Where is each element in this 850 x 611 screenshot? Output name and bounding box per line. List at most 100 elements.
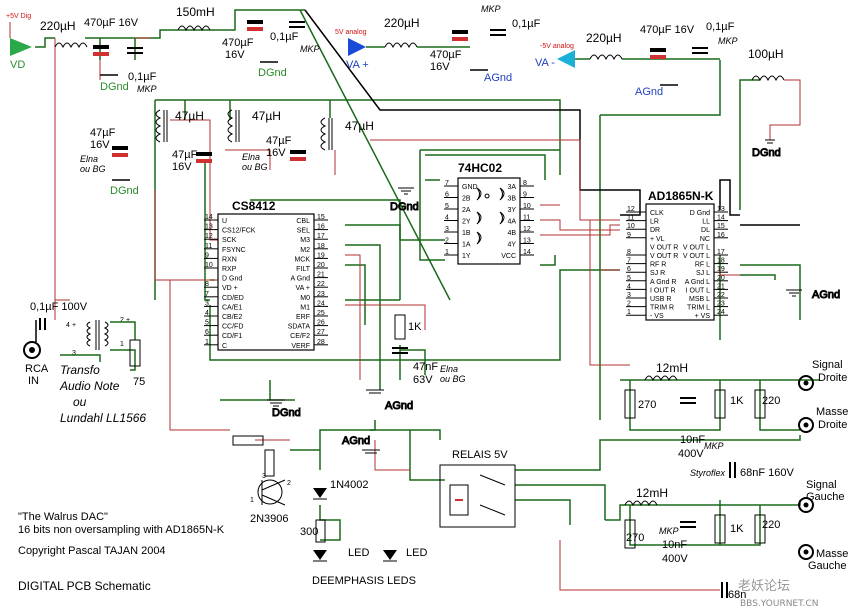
cs8412-pin-label: VERF bbox=[291, 343, 310, 350]
c47-1-elna: Elna bbox=[80, 154, 98, 164]
c47-1a: 47µF bbox=[90, 127, 116, 139]
ad1865-pin-number: 15 bbox=[717, 223, 725, 230]
ad1865-pin-number: 1 bbox=[627, 309, 631, 316]
supply-vm: -5V analog VA - bbox=[535, 43, 590, 69]
hc02-pin-number: 1 bbox=[445, 249, 449, 256]
ad1865-pin-number: 16 bbox=[717, 232, 725, 239]
hc02-pin-number: 3 bbox=[445, 226, 449, 233]
cs8412-pin-number: 11 bbox=[205, 243, 212, 250]
led-1-label: LED bbox=[348, 547, 369, 559]
c1-mkp: MKP bbox=[137, 84, 157, 94]
ad1865-pin-label: NC bbox=[700, 236, 710, 243]
va-arrow-icon bbox=[348, 38, 366, 56]
input-section: RCA IN 0,1µF 100V 4 + 2 + 3 1 75 Transfo… bbox=[23, 301, 146, 425]
cs8412-pin-label: VA + bbox=[296, 285, 310, 292]
relay-label: RELAIS 5V bbox=[452, 449, 508, 461]
ad1865-pin-label: TRIM R bbox=[650, 305, 674, 312]
tr-pin2-plus: + bbox=[126, 317, 130, 324]
transfo-3: ou bbox=[73, 395, 87, 409]
inductor-l2: 220µH bbox=[384, 16, 470, 49]
ad1865-pin-number: 4 bbox=[627, 283, 631, 290]
hc02-body bbox=[457, 177, 521, 265]
cap-c4: 470µF 16V 0,1µF MKP AGnd bbox=[635, 21, 738, 98]
hc02-pin-number: 6 bbox=[445, 192, 449, 199]
ad1865-pin-label: RF R bbox=[650, 262, 666, 269]
cs8412-pin-label: SCK bbox=[222, 237, 237, 244]
q-pin2: 2 bbox=[287, 480, 291, 487]
cs8412-pin-number: 23 bbox=[317, 291, 325, 298]
cs8412-pin-label: SDATA bbox=[288, 324, 311, 331]
vd-top-label: +5V Dig bbox=[6, 13, 31, 20]
c10n-2-mkp: MKP bbox=[659, 526, 679, 536]
r1k-mid-label: 1K bbox=[408, 321, 422, 333]
c47-2b: 16V bbox=[172, 161, 192, 173]
agnd-2: AGnd bbox=[635, 86, 663, 98]
hc02-pin-number: 12 bbox=[523, 226, 531, 233]
c400v-1-label: 400V bbox=[678, 448, 704, 460]
r300-label: 300 bbox=[300, 526, 318, 538]
transfo-4: Lundahl LL1566 bbox=[60, 411, 146, 425]
ad1865-pin-number: 9 bbox=[627, 232, 631, 239]
watermark-url: BBS.YOURNET.CN bbox=[740, 599, 818, 609]
ad1865-pin-label: LR bbox=[650, 219, 659, 226]
cs8412-pin-number: 1 bbox=[205, 339, 209, 346]
ad1865-pin-number: 23 bbox=[717, 301, 725, 308]
cs8412-pin-number: 25 bbox=[317, 310, 325, 317]
agnd-4: AGnd bbox=[385, 400, 413, 412]
hc02-pin-label: 4Y bbox=[507, 242, 516, 249]
inductor-l3: 220µH bbox=[586, 31, 720, 61]
cs8412-pin-number: 28 bbox=[317, 339, 325, 346]
hc02-pin-number: 14 bbox=[523, 249, 531, 256]
r1k-1-label: 1K bbox=[730, 395, 744, 407]
cs8412-pin-number: 10 bbox=[205, 262, 213, 269]
tr-pin1: 1 bbox=[120, 341, 124, 348]
hc02-pin-number: 4 bbox=[445, 215, 449, 222]
green-wires bbox=[35, 9, 820, 546]
ad1865-pin-number: 11 bbox=[627, 215, 634, 222]
cs8412-pin-label: CB/E2 bbox=[222, 314, 242, 321]
cs8412-pin-label: MCK bbox=[294, 256, 310, 263]
dgnd-1: DGnd bbox=[100, 81, 129, 93]
cap-c2: 470µF 16V 0,1µF MKP DGnd bbox=[222, 20, 320, 79]
c3c-label: 0,1µF bbox=[512, 18, 541, 30]
cs8412-pin-number: 13 bbox=[205, 224, 213, 231]
cs8412-pin-number: 14 bbox=[205, 214, 213, 221]
sig-d-2: Droite bbox=[818, 372, 847, 384]
led-2-label: LED bbox=[406, 547, 427, 559]
hc02-name: 74HC02 bbox=[458, 161, 502, 175]
ad1865-name: AD1865N-K bbox=[648, 189, 714, 203]
relay-body bbox=[439, 464, 516, 528]
hc02-pin-label: GND bbox=[462, 184, 478, 191]
ad1865-pin-label: USB R bbox=[650, 296, 671, 303]
ad1865-pin-number: 5 bbox=[627, 275, 631, 282]
cs8412-pin-number: 24 bbox=[317, 300, 325, 307]
vm-arrow-icon bbox=[557, 50, 575, 68]
ad1865-pin-number: 24 bbox=[717, 309, 725, 316]
cs8412-pin-number: 9 bbox=[205, 252, 209, 259]
sig-d-jack-icon bbox=[798, 375, 814, 391]
watermark-cn: 老妖论坛 bbox=[738, 579, 790, 594]
l47-1-label: 47µH bbox=[175, 109, 204, 123]
hc02-pin-number: 2 bbox=[445, 238, 449, 245]
vd-label: VD bbox=[10, 59, 25, 71]
c3-mkp: MKP bbox=[481, 4, 501, 14]
hc02-pin-label: 1Y bbox=[462, 253, 471, 260]
ad1865-pin-label: V OUT R bbox=[650, 253, 678, 260]
transfo-2: Audio Note bbox=[59, 379, 120, 393]
c63v-label: 63V bbox=[413, 374, 433, 386]
sig-g-jack-icon bbox=[798, 497, 814, 513]
hc02-pin-label: 2B bbox=[462, 196, 471, 203]
cs8412-pin-number: 19 bbox=[317, 252, 325, 259]
hc02-pin-number: 13 bbox=[523, 238, 531, 245]
title-block: "The Walrus DAC" 16 bits non oversamplin… bbox=[18, 511, 225, 593]
ad1865-pin-label: V OUT L bbox=[683, 253, 710, 260]
c1b-label: 0,1µF bbox=[128, 71, 157, 83]
ad1865-pin-label: SJ L bbox=[696, 270, 710, 277]
c4-mkp: MKP bbox=[718, 36, 738, 46]
red-wires bbox=[54, 37, 740, 591]
l12m-2-label: 12mH bbox=[636, 486, 668, 500]
hc02-pin-label: 2A bbox=[462, 207, 471, 214]
ad1865-pin-label: MSB L bbox=[689, 296, 710, 303]
c47-2a: 47µF bbox=[172, 149, 198, 161]
vm-top-label: -5V analog bbox=[540, 43, 574, 50]
